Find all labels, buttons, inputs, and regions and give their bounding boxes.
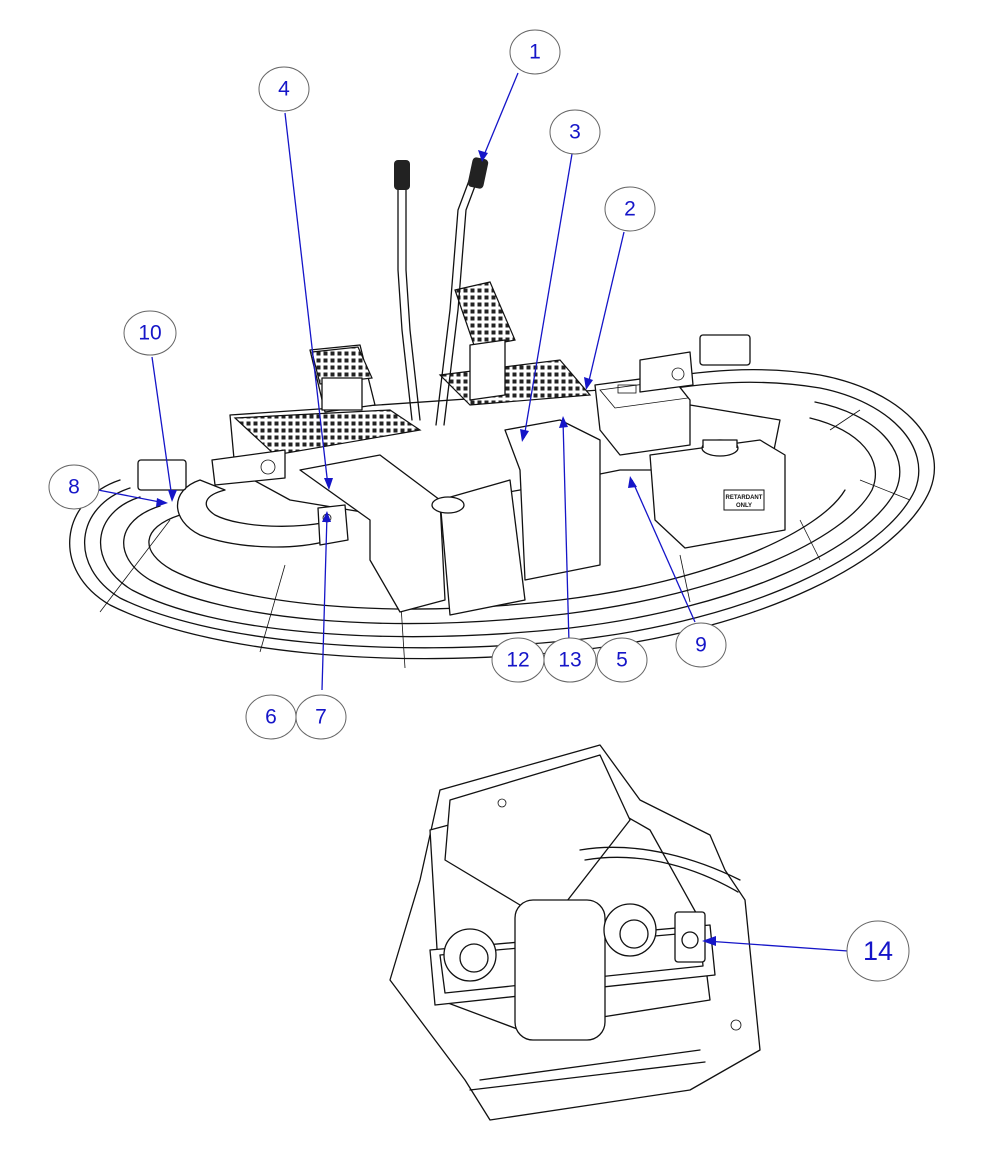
front-clip: [317, 504, 349, 546]
callout-1: 1: [509, 29, 561, 75]
leader-lines: [97, 72, 849, 952]
callout-7: 7: [295, 694, 347, 740]
callout-label: 3: [569, 121, 581, 144]
callout-label: 7: [315, 706, 327, 729]
callout-label: 4: [278, 78, 290, 101]
seat-frame: [309, 344, 376, 413]
callout-3: 3: [549, 109, 601, 155]
callout-12: 12: [491, 637, 545, 683]
callout-label: 12: [506, 649, 529, 672]
center-shroud: [439, 479, 526, 616]
right-tab: [699, 334, 751, 366]
callout-label: 14: [863, 936, 893, 966]
callout-label: 6: [265, 706, 277, 729]
callout-label: 1: [529, 41, 541, 64]
callout-4: 4: [258, 66, 310, 112]
callout-13: 13: [543, 637, 597, 683]
tank-label-line2: ONLY: [736, 503, 752, 509]
left-tab: [137, 459, 187, 491]
right-hinge: [639, 351, 694, 393]
callout-label: 9: [695, 634, 707, 657]
left-shroud: [299, 454, 446, 613]
callout-14: 14: [846, 920, 910, 982]
callout-2: 2: [604, 186, 656, 232]
detail-view: [389, 744, 761, 1121]
steering-handles: [394, 157, 489, 426]
callout-label: 2: [624, 198, 636, 221]
tank-label-line1: RETARDANT: [726, 495, 763, 501]
callout-label: 5: [616, 649, 628, 672]
foot-pedal: [454, 281, 516, 401]
main-assembly: RETARDANT ONLY: [69, 157, 936, 669]
retardant-tank: RETARDANT ONLY: [649, 439, 786, 549]
callout-label: 13: [558, 649, 581, 672]
left-hinge: [211, 449, 286, 486]
callout-8: 8: [48, 464, 100, 510]
callout-label: 8: [68, 476, 80, 499]
fill-cap-left: [431, 496, 465, 514]
callout-label: 10: [138, 322, 161, 345]
callout-5: 5: [596, 637, 648, 683]
callout-9: 9: [675, 622, 727, 668]
left-grate: [233, 409, 422, 456]
callout-6: 6: [245, 694, 297, 740]
callout-10: 10: [123, 310, 177, 356]
center-bracket: [504, 419, 601, 581]
